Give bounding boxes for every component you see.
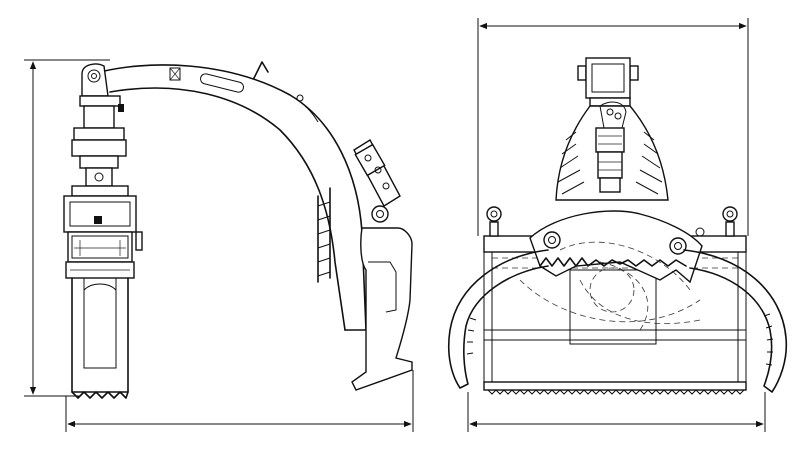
side-view	[24, 59, 414, 432]
hydraulic-cylinder	[353, 139, 401, 207]
front-right-tine	[683, 249, 788, 393]
front-top-dimension	[477, 18, 749, 236]
front-lifting-eyes	[486, 206, 738, 237]
front-view	[447, 18, 788, 432]
grapple-body	[63, 195, 143, 399]
front-rotator	[577, 57, 639, 107]
front-swing-arcs	[519, 241, 701, 331]
front-bracket	[555, 101, 669, 201]
front-bottom-dimension	[467, 392, 766, 432]
end-jaw	[351, 205, 413, 391]
height-dimension	[24, 59, 110, 397]
side-width-dimension	[65, 370, 414, 432]
front-center-jaw	[529, 210, 705, 284]
grapple-arm	[91, 61, 367, 331]
front-left-tine	[447, 249, 549, 389]
ladder	[317, 187, 331, 283]
rotator-assembly	[71, 63, 129, 197]
front-bottom-edge	[483, 381, 747, 395]
